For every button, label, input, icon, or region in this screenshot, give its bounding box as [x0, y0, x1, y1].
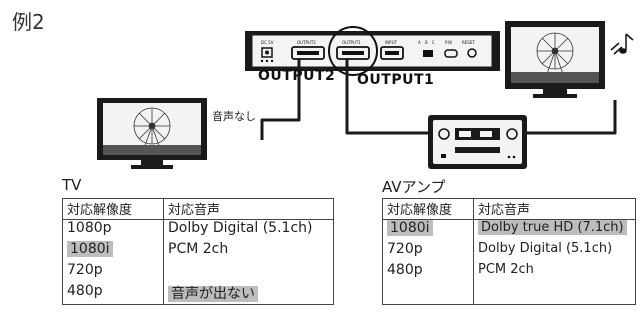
tv-spec-table: 対応解像度 対応音声 1080p Dolby Digital (5.1ch) 1… — [62, 198, 334, 305]
audio-cell — [473, 283, 636, 305]
column-header-resolution: 対応解像度 — [62, 198, 164, 220]
resolution-cell: 1080i — [382, 219, 474, 241]
audio-cell: PCM 2ch — [163, 241, 334, 262]
page-title: 例2 — [12, 10, 45, 34]
mode-switch-icon — [423, 50, 433, 57]
resolution-cell: 1080i — [62, 241, 164, 262]
port-label-reset: RESET — [462, 40, 475, 45]
column-header-audio: 対応音声 — [473, 198, 636, 220]
port-label-input: INPUT — [385, 40, 398, 45]
port-label-dc: DC 5V — [261, 40, 274, 45]
output1-label: OUTPUT1 — [357, 72, 435, 88]
tv-section-title: TV — [62, 176, 82, 194]
reset-button-icon — [467, 48, 477, 58]
table-header-row: 対応解像度 対応音声 — [382, 198, 636, 220]
output2-label: OUTPUT2 — [258, 68, 336, 84]
port-label-pw: P.W — [445, 40, 452, 45]
resolution-cell: 480p — [382, 262, 474, 283]
audio-cell: Dolby true HD (7.1ch) — [473, 219, 636, 241]
audio-cell: 音声が出ない — [163, 283, 334, 305]
column-header-resolution: 対応解像度 — [382, 198, 474, 220]
ferris-wheel-icon — [133, 107, 171, 155]
audio-cell — [163, 262, 334, 283]
tv-icon-right — [505, 21, 605, 98]
hdmi-input-port-icon — [380, 46, 404, 60]
av-spec-table: 対応解像度 対応音声 1080i Dolby true HD (7.1ch) 7… — [382, 198, 636, 305]
port-label-c: C — [432, 40, 435, 45]
music-note-icon — [610, 33, 634, 55]
resolution-cell: 1080p — [62, 219, 164, 241]
highlighted-value: 1080i — [67, 241, 113, 257]
table-row: 1080i Dolby true HD (7.1ch) — [382, 219, 636, 241]
table-header-row: 対応解像度 対応音声 — [62, 198, 334, 220]
dc-power-port-icon — [260, 47, 274, 63]
table-row: 720p Dolby Digital (5.1ch) — [382, 241, 636, 262]
hdmi-cables — [260, 59, 617, 140]
port-label-output2: OUTPUT2 — [297, 40, 316, 45]
port-label-b: B — [425, 40, 428, 45]
hdmi-output2-port-icon — [291, 46, 325, 60]
resolution-cell — [382, 283, 474, 305]
table-row: 480p 音声が出ない — [62, 283, 334, 305]
power-port-icon — [444, 49, 458, 58]
port-label-output1: OUTPUT1 — [342, 40, 361, 45]
audio-cell: PCM 2ch — [473, 262, 636, 283]
av-receiver-icon — [428, 115, 527, 169]
no-sound-note: 音声なし — [212, 110, 256, 123]
table-row — [382, 283, 636, 305]
column-header-audio: 対応音声 — [163, 198, 334, 220]
table-row: 480p PCM 2ch — [382, 262, 636, 283]
resolution-cell: 480p — [62, 283, 164, 305]
table-row: 1080i PCM 2ch — [62, 241, 334, 262]
highlighted-value: 1080i — [387, 220, 433, 236]
output1-highlight-circle — [328, 26, 378, 76]
highlighted-value: 音声が出ない — [168, 286, 258, 302]
resolution-cell: 720p — [62, 262, 164, 283]
table-row: 720p — [62, 262, 334, 283]
av-section-title: AVアンプ — [382, 178, 446, 196]
resolution-cell: 720p — [382, 241, 474, 262]
audio-cell: Dolby Digital (5.1ch) — [163, 219, 334, 241]
table-row: 1080p Dolby Digital (5.1ch) — [62, 219, 334, 241]
highlighted-value: Dolby true HD (7.1ch) — [478, 220, 627, 235]
port-label-a: A — [418, 40, 421, 45]
hdmi-output1-port-icon — [336, 46, 370, 60]
audio-cell: Dolby Digital (5.1ch) — [473, 241, 636, 262]
tv-icon — [97, 98, 207, 169]
